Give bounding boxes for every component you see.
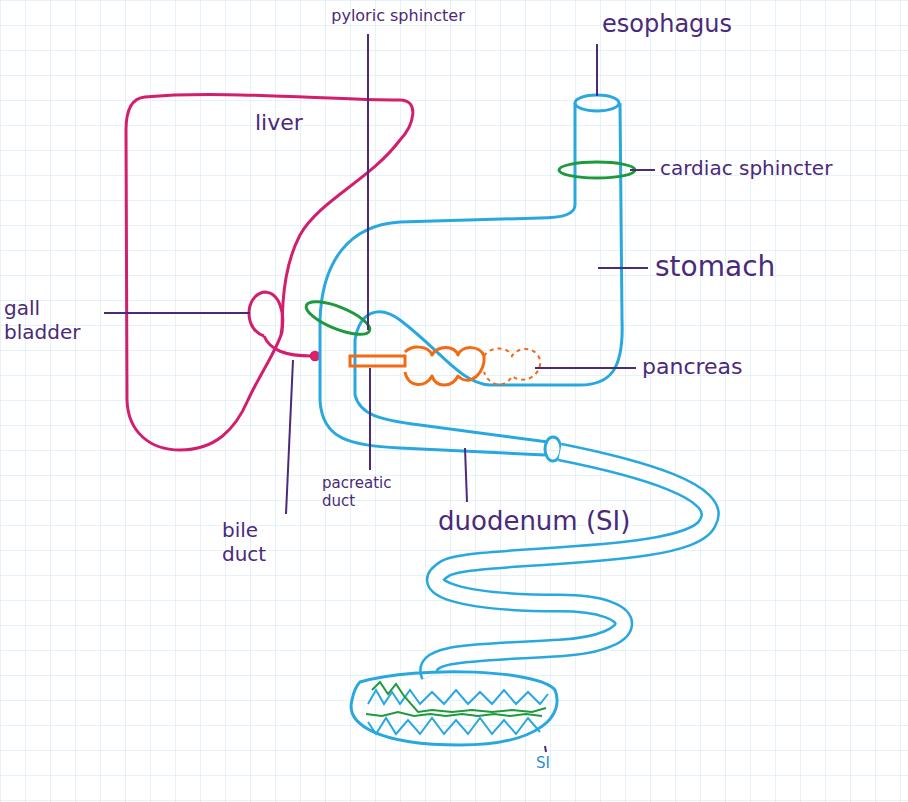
organ-label: SI [536,754,550,772]
organ-label: pancreas [642,354,743,380]
leader-line [369,368,371,470]
bile-duct-opening [311,352,320,361]
bile-duct-line [264,336,312,356]
organ-label-text: cardiac sphincter [660,156,832,180]
organ-label-text: gall bladder [4,296,102,344]
villi-zigzag [368,690,548,704]
duodenum-ring [545,437,561,461]
leader-line [535,367,636,369]
pyloric-sphincter-ring [302,295,373,341]
cardiac-sphincter-ring [559,162,635,178]
gall-bladder-outline [249,292,283,336]
organ-label: esophagus [602,10,732,39]
leader-line [286,360,293,514]
organ-label-text: pacreatic duct [322,474,418,510]
organ-label-text: esophagus [602,10,732,39]
organ-label: stomach [655,250,775,284]
organ-label: pyloric sphincter [331,6,464,25]
organ-label-text: pancreas [642,354,743,380]
organ-label: pacreatic duct [322,474,418,510]
villi-zigzag [368,718,540,734]
stomach-wall [355,103,622,442]
organ-label-text: duodenum (SI) [438,506,630,537]
leader-line [545,746,546,752]
leader-line [367,34,369,330]
organ-label-text: SI [536,754,550,772]
organ-label: liver [255,110,303,136]
organ-label-text: liver [255,110,303,136]
organ-label: bile duct [222,518,294,566]
pancreas-hidden-part [484,349,540,385]
leader-line [598,267,648,269]
villi-closeup-outline [351,672,557,745]
esophagus-opening [575,95,619,111]
small-intestine-tube [429,452,710,676]
organ-label: duodenum (SI) [438,506,630,537]
leader-line [630,169,655,171]
organ-label: gall bladder [4,296,102,344]
organ-label-text: bile duct [222,518,294,566]
leader-line [596,44,598,96]
villi-vessel [366,712,542,716]
organ-label-text: stomach [655,250,775,284]
pancreatic-duct-shape [350,356,405,366]
small-intestine-lumen [429,452,710,676]
organ-label: cardiac sphincter [660,156,832,180]
pancreas-outline [405,347,484,385]
leader-line [465,448,467,502]
villi-vessel [372,682,546,712]
leader-line [104,312,250,314]
organ-label-text: pyloric sphincter [331,6,464,25]
